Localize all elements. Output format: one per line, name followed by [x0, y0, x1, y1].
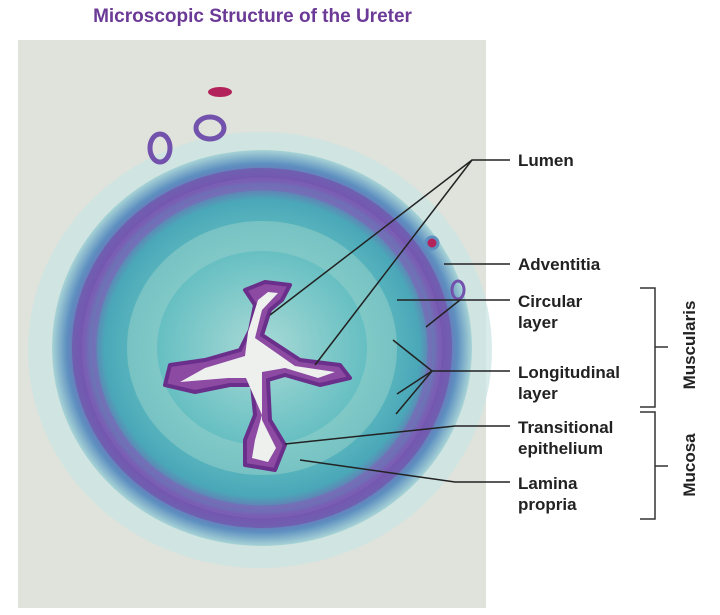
group-muscularis: Muscularis: [680, 300, 699, 390]
label-line: Longitudinal: [518, 363, 620, 382]
circular-muscle-band: [72, 168, 452, 528]
label-line: Transitional: [518, 418, 614, 437]
label-lamina-propria: Lamina propria: [518, 473, 578, 515]
label-lumen: Lumen: [518, 151, 574, 170]
label-transitional-epithelium: Transitional epithelium: [518, 417, 613, 459]
brackets: [640, 287, 668, 520]
muscularis-bracket: [640, 287, 656, 408]
label-line: Lamina: [518, 474, 578, 493]
mucosa-bracket: [640, 411, 656, 520]
label-line: propria: [518, 495, 577, 514]
label-line: layer: [518, 384, 558, 403]
label-adventitia: Adventitia: [518, 255, 601, 274]
leader-lines: [269, 159, 510, 483]
lumen: [180, 292, 335, 462]
lamina-leader: [299, 459, 510, 483]
transitional-leader: [284, 425, 510, 445]
diagram-title: Microscopic Structure of the Ureter: [93, 6, 412, 27]
label-line: epithelium: [518, 439, 604, 458]
label-line: layer: [518, 313, 558, 332]
label-circular-layer: Circular layer: [518, 291, 582, 333]
group-mucosa: Mucosa: [680, 433, 699, 497]
blood-vessel: [147, 131, 173, 165]
label-line: Circular: [518, 292, 583, 311]
label-longitudinal-layer: Longitudinal layer: [518, 362, 620, 404]
